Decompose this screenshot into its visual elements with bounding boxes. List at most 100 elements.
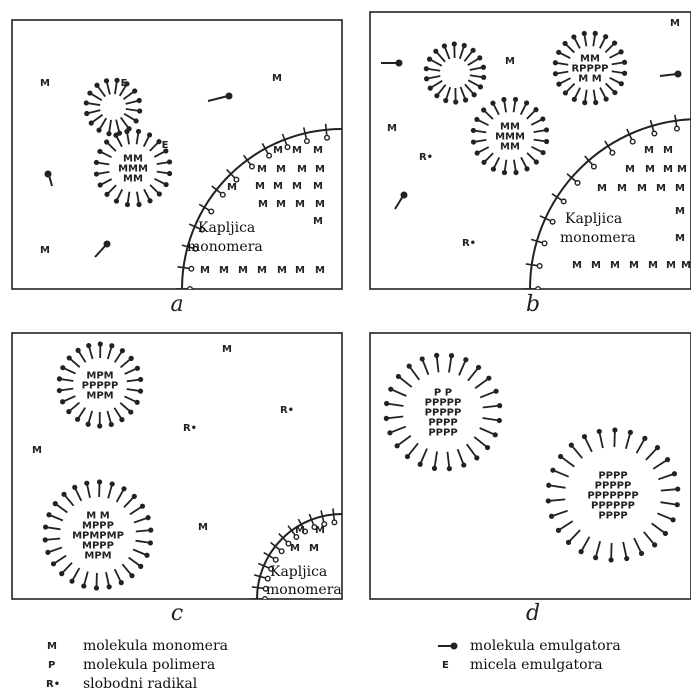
emulsifier-head bbox=[549, 218, 556, 225]
emulsifier-head bbox=[262, 585, 269, 592]
emulsifier-head bbox=[562, 90, 569, 96]
molecule-label: M bbox=[610, 260, 620, 271]
emulsifier-tail bbox=[548, 484, 566, 489]
micelle-b-1 bbox=[423, 41, 487, 105]
emulsifier-head bbox=[138, 563, 144, 569]
emulsifier-head bbox=[106, 131, 112, 137]
emulsifier-head bbox=[461, 42, 467, 49]
panel-caption-c: c bbox=[171, 601, 183, 626]
emulsifier-head bbox=[135, 128, 142, 135]
emulsifier-head bbox=[384, 400, 390, 407]
legend-label: molekula emulgatora bbox=[470, 638, 621, 654]
emulsifier-head bbox=[137, 388, 144, 394]
molecule-label: E bbox=[121, 78, 128, 89]
molecule-label: M bbox=[272, 73, 282, 84]
emulsifier-tail bbox=[652, 458, 669, 470]
emulsifier-head bbox=[113, 132, 119, 138]
molecule-label: M bbox=[40, 245, 50, 256]
emulsifier-head bbox=[642, 435, 648, 441]
emulsifier-head bbox=[427, 85, 433, 91]
emulsifier-head bbox=[490, 100, 496, 106]
emulsifier-tail bbox=[551, 509, 568, 518]
emulsifier-head bbox=[523, 100, 530, 106]
legend-label: micela emulgatora bbox=[470, 657, 603, 673]
emulsifier-head bbox=[345, 135, 350, 140]
emulsifier-head bbox=[104, 191, 110, 197]
molecule-label: M bbox=[297, 164, 307, 175]
emulsifier-head bbox=[638, 550, 645, 557]
emulsifier-head bbox=[618, 81, 624, 87]
molecule-label: M bbox=[663, 164, 673, 175]
emulsifier-head bbox=[219, 191, 226, 198]
emulsifier-tail bbox=[660, 488, 678, 492]
emulsifier-head bbox=[568, 442, 574, 448]
molecule-label: M bbox=[257, 265, 267, 276]
emulsifier-head bbox=[552, 60, 558, 66]
emulsifier-head bbox=[552, 71, 559, 77]
emulsifier-head bbox=[496, 417, 502, 424]
molecule-label: M bbox=[315, 525, 325, 536]
emulsifier-head bbox=[93, 159, 100, 166]
emulsifier-head bbox=[268, 565, 275, 572]
micelle-core-row: PPPPP bbox=[425, 408, 462, 419]
emulsifier-head bbox=[156, 139, 162, 145]
emulsifier-head bbox=[434, 352, 440, 358]
molecule-label: M bbox=[315, 199, 325, 210]
emulsifier-head bbox=[163, 148, 169, 154]
emulsifier-head bbox=[61, 491, 67, 497]
molecule-label: M bbox=[273, 181, 283, 192]
emulsifier-tail bbox=[466, 443, 478, 459]
emulsifier-head bbox=[654, 445, 661, 451]
panel-caption-d: d bbox=[526, 601, 540, 626]
micelle-a-1 bbox=[83, 77, 143, 137]
emulsifier-head bbox=[394, 443, 400, 449]
emulsifier-tail bbox=[458, 359, 467, 376]
emulsifier-head bbox=[543, 127, 550, 133]
droplet-label-line-2: monomera bbox=[560, 230, 636, 246]
micelle-core-row: MMM bbox=[495, 132, 525, 143]
emulsifier-head bbox=[42, 524, 49, 530]
emulsifier-head bbox=[535, 286, 541, 289]
emulsifier-tail bbox=[396, 435, 412, 447]
emulsifier-head bbox=[562, 40, 568, 47]
emulsifier-head bbox=[341, 520, 342, 524]
emulsifier-molecule-icon bbox=[659, 70, 682, 78]
molecule-label: M bbox=[648, 260, 658, 271]
emulsifier-head bbox=[618, 49, 624, 55]
emulsifier-head bbox=[481, 159, 487, 165]
emulsifier-head bbox=[592, 30, 598, 36]
emulsifier-tail bbox=[474, 377, 490, 389]
molecule-label: M bbox=[572, 260, 582, 271]
emulsifier-head bbox=[66, 409, 72, 415]
emulsifier-head bbox=[443, 97, 449, 104]
droplet-label-line-1: Kapljica bbox=[565, 211, 622, 227]
emulsifier-head bbox=[104, 139, 110, 145]
droplet-label-line-1: Kapljica bbox=[270, 564, 327, 580]
emulsifier-head bbox=[166, 159, 173, 165]
emulsifier-head bbox=[674, 502, 680, 508]
molecule-label: M bbox=[645, 164, 655, 175]
molecule-label: M bbox=[505, 56, 515, 67]
emulsifier-head bbox=[87, 90, 93, 96]
emulsifier-head bbox=[311, 524, 318, 531]
micelle-core-row: PPPP bbox=[598, 511, 627, 522]
emulsifier-head bbox=[114, 77, 120, 83]
emulsifier-head bbox=[470, 139, 477, 145]
panel-caption-b: b bbox=[526, 292, 540, 317]
emulsifier-head bbox=[565, 539, 572, 545]
monomer-droplet-c bbox=[251, 508, 342, 599]
emulsifier-head bbox=[404, 453, 411, 460]
emulsifier-tail bbox=[651, 522, 666, 535]
emulsifier-head bbox=[556, 81, 562, 87]
emulsifier-head bbox=[109, 481, 115, 487]
emulsifier-tail bbox=[386, 415, 404, 420]
micelle-core-row: RPPPP bbox=[571, 64, 608, 75]
micelle-core-row: M M bbox=[578, 74, 601, 85]
emulsifier-head bbox=[423, 76, 430, 82]
emulsifier-head bbox=[434, 93, 440, 99]
molecule-label: M bbox=[290, 543, 300, 554]
micelle-core-row: PPPPPP bbox=[591, 501, 635, 512]
droplet-label-line-1: Kapljica bbox=[198, 220, 255, 236]
